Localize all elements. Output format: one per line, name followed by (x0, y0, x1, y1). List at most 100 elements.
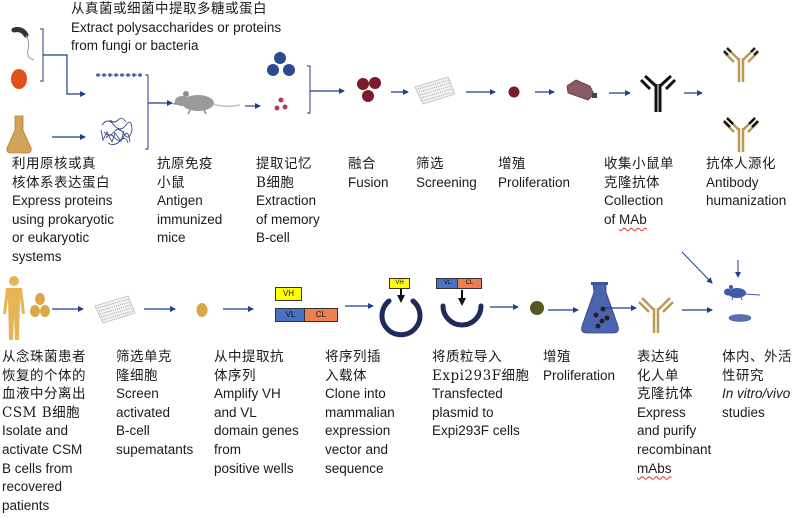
step-label-screening: 筛选 Screening (416, 155, 477, 192)
step-label-express: 利用原核或真 核体系表达蛋白 Express proteins using pr… (12, 155, 114, 267)
label-en: Isolate and (2, 423, 69, 439)
label-zh: 体内、外活 (722, 349, 792, 365)
step-label-immunize: 抗原免疫 小鼠 Antigen immunized mice (157, 155, 222, 248)
label-zh: 将质粒导入 (432, 349, 502, 365)
bracket (40, 28, 44, 82)
cl-insert-box: CL (457, 278, 482, 289)
label-zh: 从中提取抗 (214, 349, 284, 365)
label-en: of MAb (604, 211, 674, 230)
expi293f-cell-icon (530, 301, 544, 315)
label-en: Screening (416, 174, 477, 190)
label-en: mAbs (637, 460, 711, 479)
label-en: and VL (214, 404, 257, 420)
fungus-cell-icon (11, 69, 27, 89)
label-zh: Expi293F细胞 (432, 367, 530, 384)
mouse-icon (172, 91, 241, 115)
label-zh: 隆细胞 (116, 367, 158, 384)
label-en: Clone into (325, 386, 386, 402)
label-zh: 将序列插 (325, 349, 381, 365)
label-en: activate CSM (2, 441, 83, 457)
hybridoma-cells-icon (357, 77, 381, 102)
label-en: B-cell (116, 423, 150, 439)
label-en: Expi293F cells (432, 423, 520, 439)
label-zh: CSM B细胞 (2, 404, 81, 421)
label-en: supematants (116, 441, 194, 457)
step-label-transfect: 将质粒导入 Expi293F细胞 Transfected plasmid to … (432, 348, 530, 441)
label-zh: 抗体人源化 (706, 156, 776, 172)
label-zh: 增殖 (498, 156, 526, 172)
step-label-express-purify: 表达纯 化人单 克隆抗体 Express and purify recombin… (637, 348, 711, 478)
well-plate-icon (414, 76, 456, 105)
vh-gene-box: VH (275, 287, 302, 301)
label-en: vector and (325, 441, 389, 457)
humanized-antibody-icon (723, 47, 759, 82)
expression-flask-icon (581, 282, 619, 334)
title-en-line-2: from fungi or bacteria (71, 38, 199, 54)
vh-insert-box: VH (389, 278, 410, 289)
label-zh: B细胞 (256, 174, 295, 191)
mouse-antibody-icon (639, 74, 677, 112)
study-mouse-icon (724, 285, 761, 301)
label-zh: 血液中分离出 (2, 386, 86, 403)
label-zh: 克隆抗体 (604, 174, 660, 191)
step-label-collect-mab: 收集小鼠单 克隆抗体 Collection of MAb (604, 155, 674, 229)
label-en: recombinant (637, 441, 712, 457)
single-clone-cell-icon (508, 86, 520, 98)
step-label-studies: 体内、外活 性研究 In vitro/vivo studies (722, 348, 792, 422)
vl-insert-box: VL (436, 278, 459, 289)
label-zh: 增殖 (543, 349, 571, 365)
label-zh: 小鼠 (157, 174, 185, 191)
label-en: Proliferation (498, 174, 571, 190)
label-en: studies (722, 404, 765, 420)
label-en: Fusion (348, 174, 389, 190)
label-en: from (214, 441, 241, 457)
label-en: Express proteins (12, 193, 113, 209)
label-zh: 恢复的个体的 (2, 367, 86, 384)
memory-b-cells-icon (267, 52, 295, 76)
cl-gene-box: CL (304, 308, 338, 322)
label-en: immunized (157, 211, 223, 227)
label-zh: 抗原免疫 (157, 156, 213, 172)
label-en: activated (116, 404, 171, 420)
plasmid-vh-icon (379, 287, 423, 338)
label-en: expression (325, 423, 391, 439)
label-en: Antigen (157, 193, 203, 209)
label-zh: 筛选单克 (116, 349, 172, 365)
label-en: positive wells (214, 460, 294, 476)
protein-structure-icon (100, 117, 133, 146)
label-zh: 收集小鼠单 (604, 156, 674, 172)
title-zh: 从真菌或细菌中提取多糖或蛋白 (71, 1, 267, 17)
vl-gene-box: VL (275, 308, 306, 322)
source-extraction-label: 从真菌或细菌中提取多糖或蛋白 Extract polysaccharides o… (71, 0, 281, 56)
label-en: B-cell (256, 230, 290, 246)
flask-icon (6, 115, 32, 154)
label-en: mammalian (325, 404, 395, 420)
label-zh: 克隆抗体 (637, 386, 693, 403)
label-zh: 表达纯 (637, 349, 679, 365)
label-en: Amplify VH (214, 386, 281, 402)
label-zh: 筛选 (416, 156, 444, 172)
culture-flask-icon (566, 79, 597, 101)
label-en: B cells from (2, 460, 73, 476)
step-label-extract-memory: 提取记忆 B细胞 Extraction of memory B-cell (256, 155, 320, 248)
label-zh: 入载体 (325, 367, 367, 384)
label-zh: 利用原核或真 (12, 156, 96, 172)
label-en: Transfected (432, 386, 503, 402)
bracket (307, 65, 311, 114)
label-zh: 化人单 (637, 367, 679, 384)
step-label-proliferation2: 增殖 Proliferation (543, 348, 615, 385)
label-zh: 提取记忆 (256, 156, 312, 172)
label-en: of memory (256, 211, 320, 227)
chimeric-antibody-icon (723, 117, 759, 152)
step-label-fusion: 融合 Fusion (348, 155, 389, 192)
label-en: domain genes (214, 423, 299, 439)
polysaccharide-chain-icon (96, 73, 142, 77)
bacterium-icon (11, 27, 35, 61)
title-en-line-1: Extract polysaccharides or proteins (71, 19, 282, 35)
label-en: using prokaryotic (12, 211, 115, 227)
label-en: Express (637, 404, 686, 420)
single-b-cell-icon (196, 303, 208, 317)
label-en: In vitro/vivo (722, 386, 791, 402)
label-en: plasmid to (432, 404, 494, 420)
